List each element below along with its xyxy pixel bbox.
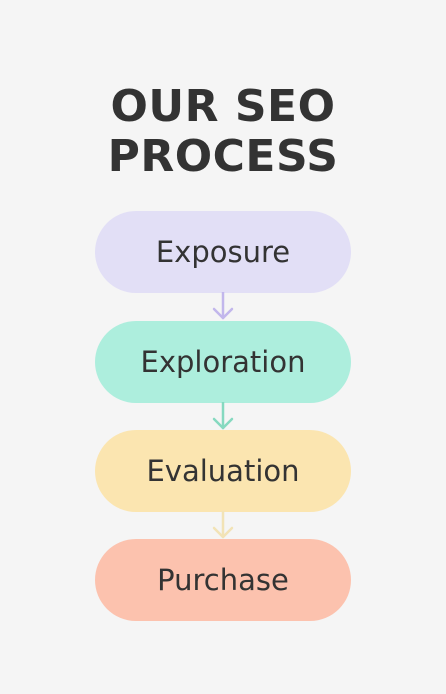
down-arrow-icon bbox=[212, 402, 234, 430]
step-purchase: Purchase bbox=[95, 539, 351, 621]
page-title-line-1: OUR SEO bbox=[110, 81, 336, 132]
down-arrow-icon bbox=[212, 511, 234, 539]
step-label: Exposure bbox=[155, 235, 291, 269]
step-evaluation: Evaluation bbox=[95, 430, 351, 512]
down-arrow-icon bbox=[212, 292, 234, 320]
step-label: Purchase bbox=[157, 563, 289, 597]
page-title-line-2: PROCESS bbox=[107, 131, 339, 182]
step-exploration: Exploration bbox=[95, 321, 351, 403]
step-label: Exploration bbox=[140, 345, 306, 379]
step-label: Evaluation bbox=[146, 454, 300, 488]
step-exposure: Exposure bbox=[95, 211, 351, 293]
